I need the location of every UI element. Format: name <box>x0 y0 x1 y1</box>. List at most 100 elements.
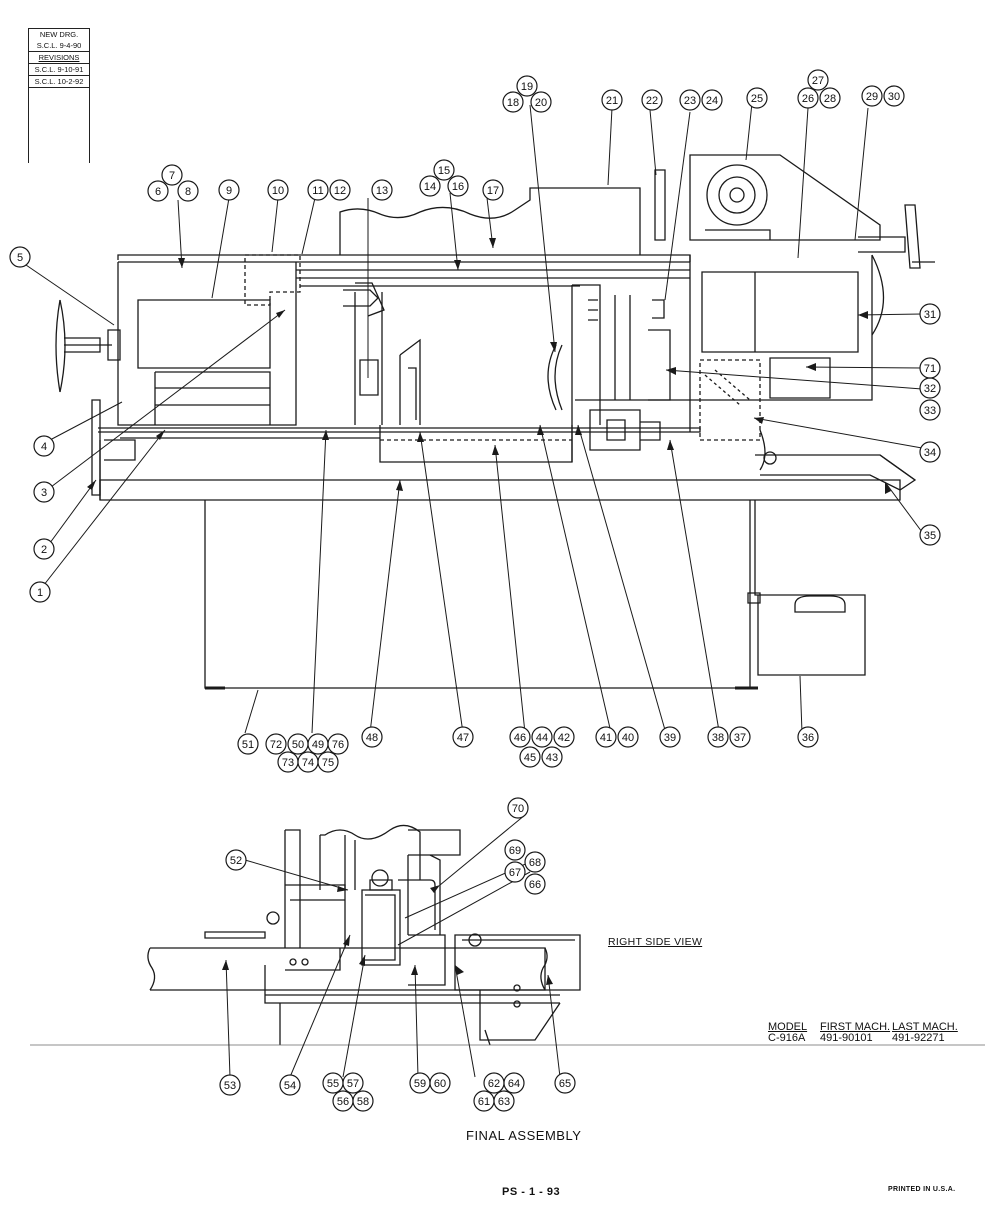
callout-number: 23 <box>684 95 696 107</box>
callout-circle <box>452 726 474 748</box>
first-machine-value: 491-90101 <box>820 1032 873 1044</box>
callout-76: 76 <box>327 733 349 755</box>
callout-number: 4 <box>41 441 47 453</box>
callout-29: 29 <box>861 85 883 107</box>
callout-circle <box>267 179 289 201</box>
callout-number: 62 <box>488 1078 500 1090</box>
new-drawing-label: NEW DRG. <box>39 30 79 39</box>
callout-number: 42 <box>558 732 570 744</box>
callout-number: 66 <box>529 879 541 891</box>
callout-circle <box>679 89 701 111</box>
callout-number: 41 <box>600 732 612 744</box>
callout-circle <box>601 89 623 111</box>
callout-15: 15 <box>433 159 455 181</box>
callout-62: 62 <box>483 1072 505 1094</box>
callout-54: 54 <box>279 1074 301 1096</box>
right-side-view-label: RIGHT SIDE VIEW <box>608 936 703 948</box>
callout-circle <box>861 85 883 107</box>
callout-circle <box>797 726 819 748</box>
callout-circle <box>447 175 469 197</box>
new-drawing-date: S.C.L. 9-4-90 <box>36 41 82 50</box>
callout-number: 71 <box>924 363 936 375</box>
callout-number: 44 <box>536 732 548 744</box>
callout-number: 70 <box>512 803 524 815</box>
last-machine-value: 491-92271 <box>892 1032 945 1044</box>
callout-56: 56 <box>332 1090 354 1112</box>
callout-3: 3 <box>33 481 55 503</box>
callout-14: 14 <box>419 175 441 197</box>
callout-circle <box>177 180 199 202</box>
callout-circle <box>797 87 819 109</box>
callout-number: 50 <box>292 739 304 751</box>
revisions-label: REVISIONS <box>29 52 89 64</box>
callout-number: 40 <box>622 732 634 744</box>
callout-13: 13 <box>371 179 393 201</box>
callout-circle <box>516 75 538 97</box>
model-value: C-916A <box>768 1032 806 1044</box>
callout-34: 34 <box>919 441 941 463</box>
callout-number: 64 <box>508 1078 520 1090</box>
callout-47: 47 <box>452 726 474 748</box>
revision-2: S.C.L. 10-2-92 <box>29 76 89 88</box>
callout-35: 35 <box>919 524 941 546</box>
callout-number: 7 <box>169 170 175 182</box>
callout-circle <box>219 1074 241 1096</box>
callout-circle <box>218 179 240 201</box>
callout-number: 31 <box>924 309 936 321</box>
callout-circle <box>225 849 247 871</box>
callout-circle <box>746 87 768 109</box>
callout-21: 21 <box>601 89 623 111</box>
callout-number: 9 <box>226 185 232 197</box>
callout-circle <box>352 1090 374 1112</box>
callout-41: 41 <box>595 726 617 748</box>
callout-number: 56 <box>337 1096 349 1108</box>
callout-49: 49 <box>307 733 329 755</box>
callout-circle <box>433 159 455 181</box>
callout-circle <box>29 581 51 603</box>
callout-circle <box>541 746 563 768</box>
callout-circle <box>419 175 441 197</box>
callout-number: 45 <box>524 752 536 764</box>
callout-24: 24 <box>701 89 723 111</box>
callout-circle <box>502 91 524 113</box>
callout-circle <box>919 399 941 421</box>
callout-number: 48 <box>366 732 378 744</box>
callout-73: 73 <box>277 751 299 773</box>
printed-in-usa: PRINTED IN U.S.A. <box>888 1186 956 1193</box>
callout-circle <box>509 726 531 748</box>
callout-23: 23 <box>679 89 701 111</box>
callout-circle <box>883 85 905 107</box>
callout-18: 18 <box>502 91 524 113</box>
callout-6: 6 <box>147 180 169 202</box>
callout-circle <box>33 435 55 457</box>
callout-circle <box>659 726 681 748</box>
callout-33: 33 <box>919 399 941 421</box>
callout-45: 45 <box>519 746 541 768</box>
callout-52: 52 <box>225 849 247 871</box>
callout-circle <box>329 179 351 201</box>
callout-7: 7 <box>161 164 183 186</box>
callout-number: 76 <box>332 739 344 751</box>
callout-66: 66 <box>524 873 546 895</box>
callout-64: 64 <box>503 1072 525 1094</box>
callout-number: 74 <box>302 757 314 769</box>
callout-circle <box>553 726 575 748</box>
callout-number: 38 <box>712 732 724 744</box>
callout-circle <box>595 726 617 748</box>
callout-1: 1 <box>29 581 51 603</box>
callout-circle <box>729 726 751 748</box>
callout-44: 44 <box>531 726 553 748</box>
callout-number: 58 <box>357 1096 369 1108</box>
callout-number: 54 <box>284 1080 296 1092</box>
callout-circle <box>265 733 287 755</box>
callout-17: 17 <box>482 179 504 201</box>
callout-59: 59 <box>409 1072 431 1094</box>
new-drawing-cell: NEW DRG. S.C.L. 9-4-90 <box>29 29 89 52</box>
callout-number: 36 <box>802 732 814 744</box>
model-table: MODEL FIRST MACH. LAST MACH. C-916A 491-… <box>768 1022 972 1044</box>
callout-circle <box>287 733 309 755</box>
callout-number: 34 <box>924 447 936 459</box>
callout-20: 20 <box>530 91 552 113</box>
callout-circle <box>919 441 941 463</box>
callout-circle <box>819 87 841 109</box>
